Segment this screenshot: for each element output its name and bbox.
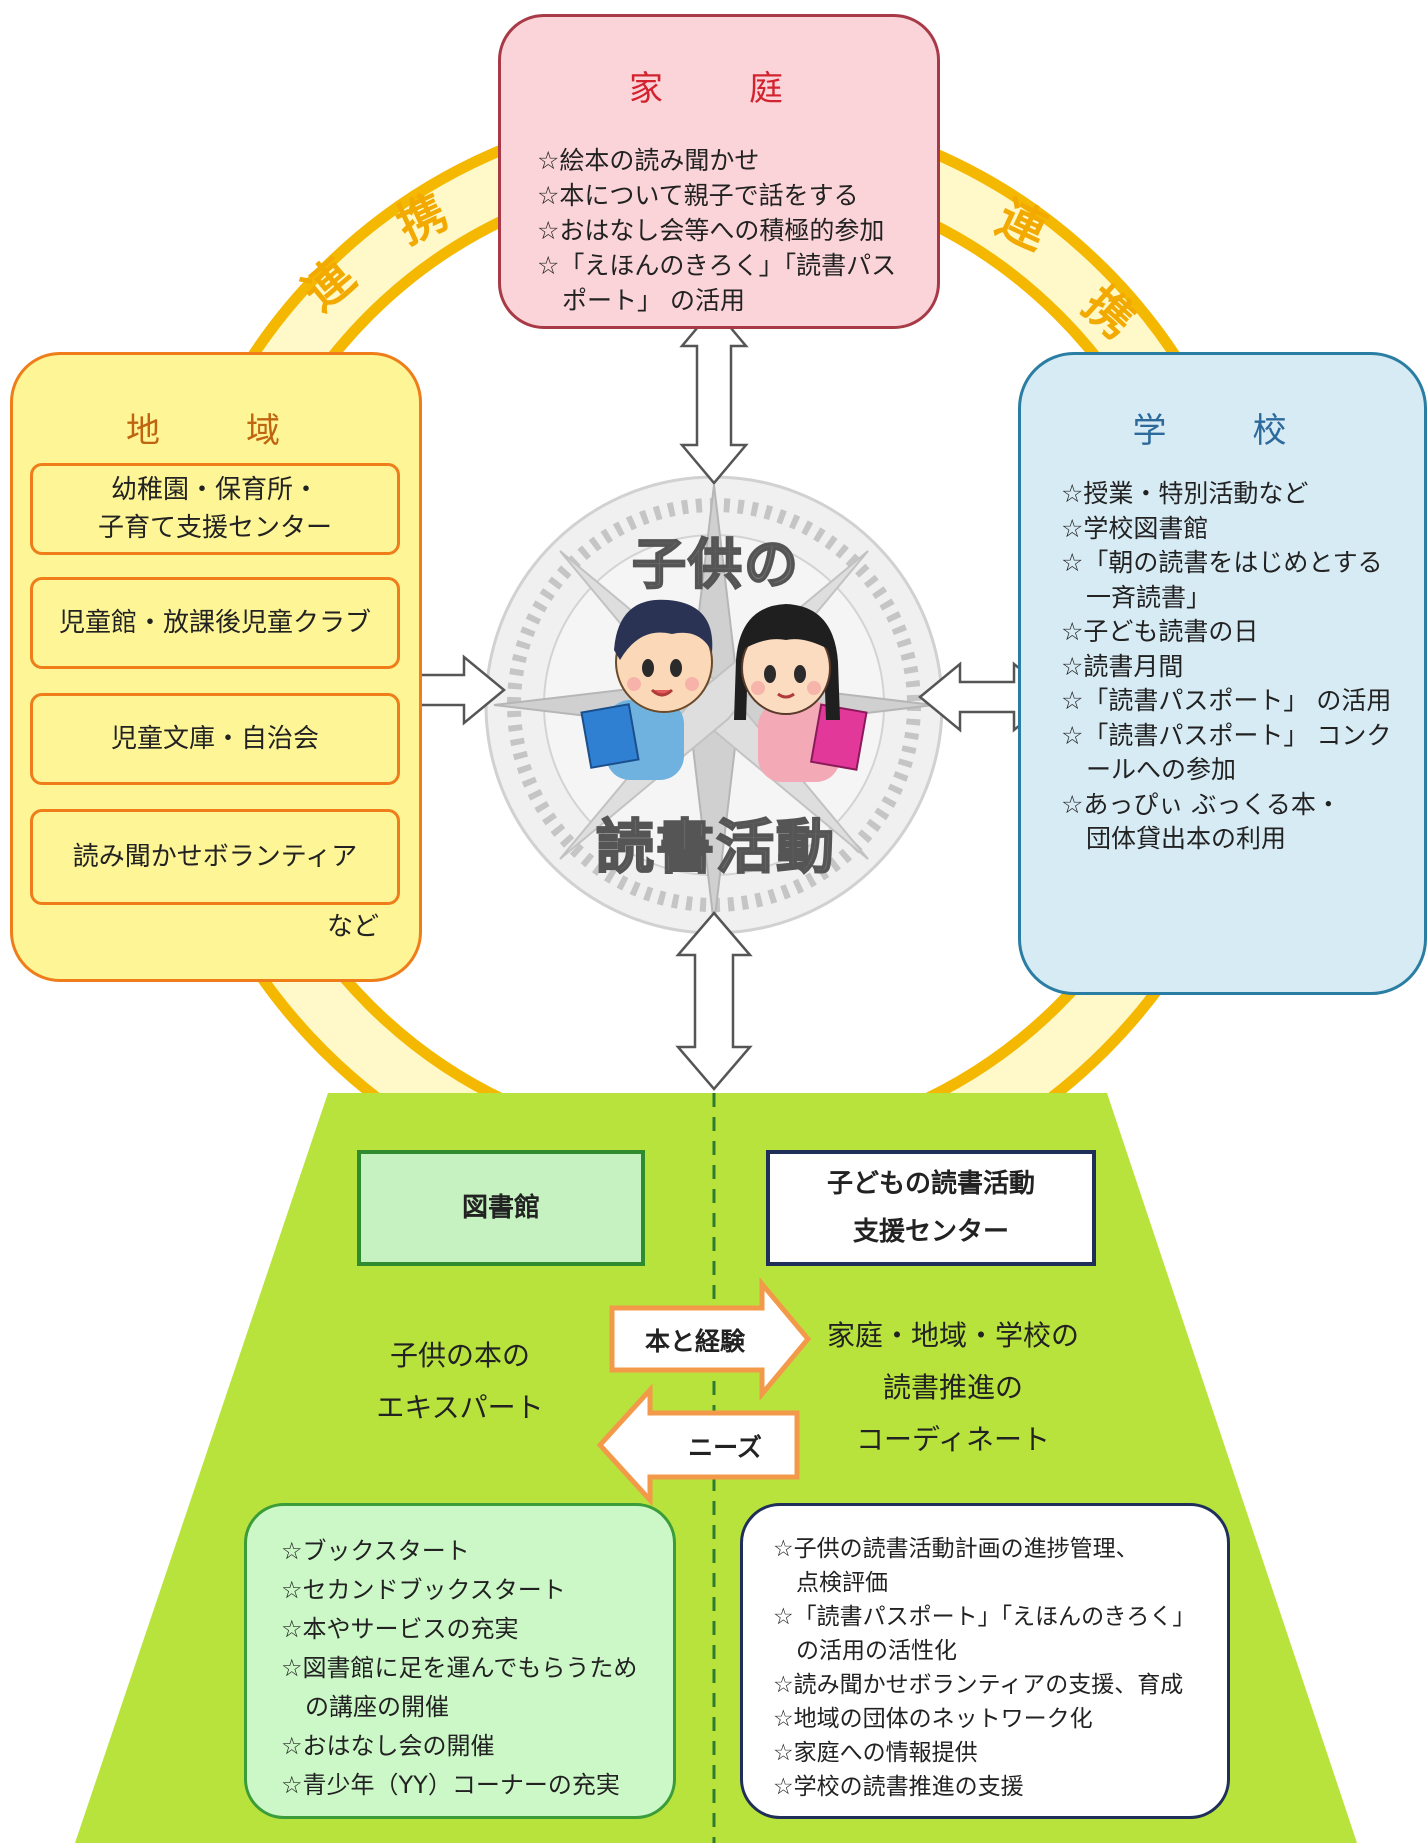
library-desc-line: エキスパート [376, 1391, 544, 1424]
support-center-desc-line: 家庭・地域・学校の [826, 1319, 1079, 1352]
katei-title: 家 庭 [629, 69, 809, 109]
chiiki-title: 地 域 [126, 411, 306, 451]
gakko-item: ールへの参加 [1061, 755, 1237, 784]
chiiki-sub-box: 児童文庫・自治会 [30, 693, 400, 785]
katei-item: ☆絵本の読み聞かせ [537, 146, 760, 175]
boy-reading-icon [580, 599, 713, 780]
support-center-desc-line: コーディネート [855, 1423, 1051, 1456]
library-description: 子供の本の エキスパート [350, 1330, 570, 1434]
chiiki-etc: など [326, 912, 379, 942]
gakko-item: ☆「読書パスポート」 の活用 [1061, 686, 1392, 715]
support-center-activities-box: ☆子供の読書活動計画の進捗管理、 点検評価 ☆「読書パスポート」「えほんのきろく… [740, 1503, 1230, 1819]
support-center-activity-item: ☆読み聞かせボランティアの支援、育成 [773, 1672, 1184, 1698]
library-double-arrow [675, 911, 753, 1091]
gakko-item: ☆「読書パスポート」 コンク [1061, 720, 1392, 750]
support-center-activity-item: ☆「読書パスポート」「えほんのきろく」 [773, 1604, 1196, 1630]
gakko-item: 一斉読書」 [1061, 582, 1212, 612]
needs-arrow [596, 1383, 800, 1507]
katei-item: ポート」 の活用 [537, 286, 745, 315]
center-title-line1: 子供の [631, 532, 800, 597]
library-activity-item: ☆セカンドブックスタート [281, 1576, 566, 1604]
library-label: 図書館 [357, 1150, 645, 1266]
needs-arrow-label: ニーズ [688, 1433, 762, 1462]
library-activity-item: ☆おはなし会の開催 [281, 1732, 495, 1760]
katei-item: ☆おはなし会等への積極的参加 [537, 216, 885, 245]
library-label-text: 図書館 [461, 1193, 540, 1223]
library-activity-item: ☆本やサービスの充実 [281, 1615, 519, 1643]
katei-box: 家 庭 ☆絵本の読み聞かせ ☆本について親子で話をする ☆おはなし会等への積極的… [498, 14, 940, 329]
gakko-item: ☆学校図書館 [1061, 513, 1209, 543]
support-center-activity-item: ☆家庭への情報提供 [773, 1740, 978, 1766]
chiiki-sub-label: 児童館・放課後児童クラブ [58, 608, 371, 638]
support-center-label: 子どもの読書活動 支援センター [766, 1150, 1096, 1266]
library-activity-item: ☆図書館に足を運んでもらうため [281, 1654, 638, 1682]
gakko-item: ☆授業・特別活動など [1061, 479, 1309, 508]
gakko-item: ☆子ども読書の日 [1061, 617, 1259, 646]
support-center-label-line: 子どもの読書活動 [826, 1169, 1035, 1199]
chiiki-sub-box: 児童館・放課後児童クラブ [30, 577, 400, 669]
support-center-description: 家庭・地域・学校の 読書推進の コーディネート [808, 1310, 1098, 1466]
gakko-item: ☆あっぴぃ ぶっくる本・ [1061, 789, 1341, 819]
gakko-list: ☆授業・特別活動など ☆学校図書館 ☆「朝の読書をはじめとする 一斉読書」 ☆子… [1061, 477, 1391, 857]
library-activities-list: ☆ブックスタート ☆セカンドブックスタート ☆本やサービスの充実 ☆図書館に足を… [281, 1532, 637, 1805]
chiiki-sub-label: 読み聞かせボランティア [72, 842, 358, 872]
support-center-desc-line: 読書推進の [882, 1371, 1023, 1404]
center-title-line2: 読書活動 [595, 812, 836, 882]
library-activities-box: ☆ブックスタート ☆セカンドブックスタート ☆本やサービスの充実 ☆図書館に足を… [244, 1503, 676, 1819]
girl-reading-icon [734, 604, 868, 782]
library-activity-item: ☆ブックスタート [281, 1537, 470, 1565]
gakko-item: 団体貸出本の利用 [1061, 824, 1287, 853]
katei-item: ☆本について親子で話をする [537, 181, 859, 210]
chiiki-sub-label: 児童文庫・自治会 [110, 724, 319, 754]
support-center-activity-item: ☆子供の読書活動計画の進捗管理、 [773, 1536, 1139, 1562]
support-center-activity-item: の活用の活性化 [773, 1638, 957, 1664]
gakko-title: 学 校 [1132, 411, 1313, 451]
library-activity-item: ☆青少年（YY）コーナーの充実 [281, 1771, 620, 1799]
katei-double-arrow [679, 306, 749, 485]
support-center-label-line: 支援センター [852, 1217, 1009, 1247]
gakko-item: ☆「朝の読書をはじめとする [1061, 548, 1383, 577]
library-desc-line: 子供の本の [389, 1339, 530, 1372]
chiiki-box: 地 域 幼稚園・保育所・ 子育て支援センター 児童館・放課後児童クラブ 児童文庫… [10, 352, 422, 982]
chiiki-sub-label: 幼稚園・保育所・ [110, 475, 319, 505]
chiiki-sub-box: 幼稚園・保育所・ 子育て支援センター [30, 463, 400, 555]
experience-arrow-label: 本と経験 [644, 1327, 745, 1356]
gakko-box: 学 校 ☆授業・特別活動など ☆学校図書館 ☆「朝の読書をはじめとする 一斉読書… [1018, 352, 1427, 995]
katei-item: ☆「えほんのきろく」「読書パス [537, 251, 897, 280]
support-center-activity-item: ☆学校の読書推進の支援 [773, 1774, 1024, 1800]
gakko-item: ☆読書月間 [1061, 651, 1184, 681]
support-center-activity-item: 点検評価 [773, 1570, 888, 1596]
chiiki-sub-box: 読み聞かせボランティア [30, 809, 400, 905]
experience-arrow [609, 1277, 812, 1401]
support-center-activity-item: ☆地域の団体のネットワーク化 [773, 1706, 1093, 1732]
support-center-activities-list: ☆子供の読書活動計画の進捗管理、 点検評価 ☆「読書パスポート」「えほんのきろく… [773, 1532, 1195, 1804]
chiiki-sub-label: 子育て支援センター [97, 513, 332, 543]
library-activity-item: の講座の開催 [281, 1693, 449, 1721]
katei-list: ☆絵本の読み聞かせ ☆本について親子で話をする ☆おはなし会等への積極的参加 ☆… [537, 143, 896, 318]
